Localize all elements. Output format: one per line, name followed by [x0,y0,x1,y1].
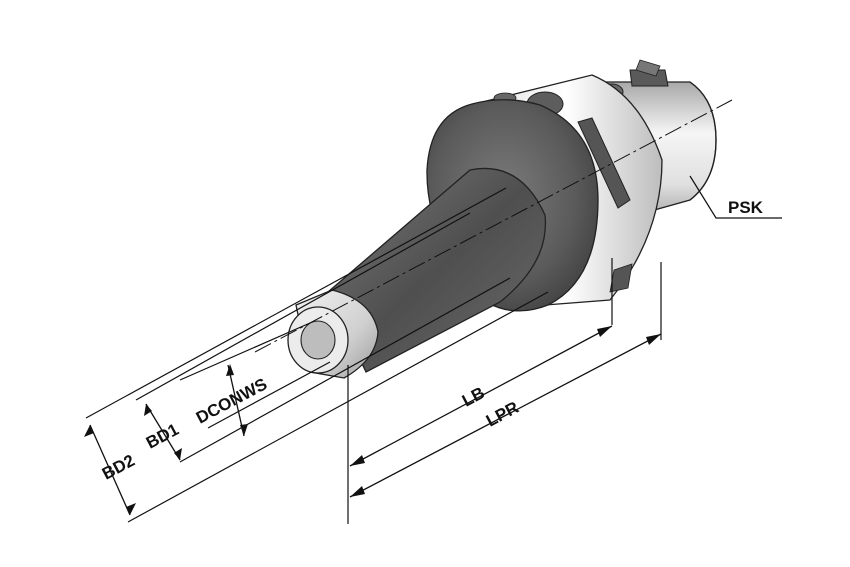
label-bd2: BD2 [99,451,138,484]
label-lpr: LPR [483,398,522,431]
arrow-dconws-bottom [240,424,248,436]
ext-line-dconws-bottom [207,361,331,429]
arrow-bd2-top [84,425,94,437]
label-psk: PSK [728,198,764,217]
arrow-bd1-bottom [174,448,182,460]
arrow-dconws-top [226,364,234,376]
label-lb: LB [459,383,488,410]
dim-bd2 [89,424,131,516]
dim-lb [349,325,613,467]
tapered-body [327,167,547,373]
ext-line-bd1-top [135,212,471,401]
dim-dconws [227,364,245,437]
arrow-lb-left [350,455,365,466]
collar-drive-slot [577,117,631,209]
collar-lower-slot [609,263,633,293]
dimension-lines [89,325,662,516]
arrow-lpr-left [350,486,365,497]
psk-leader [689,175,782,219]
ext-line-bd2-top [85,187,507,419]
arrow-lpr-right [646,334,661,345]
shank-slot-2 [635,59,661,77]
dim-bd1 [145,403,181,461]
dim-lpr [349,333,662,498]
arrow-bd1-top [144,404,152,416]
ext-line-dconws-top [179,322,311,381]
arrow-lb-right [597,326,612,337]
arrow-bd2-bottom [126,503,136,515]
label-bd1: BD1 [143,420,182,453]
shank-end-face [689,81,717,201]
arrowheads [84,326,661,515]
extension-lines [85,175,782,524]
ext-line-bd2-bottom [127,291,549,523]
nose-bore [300,320,336,360]
taper-cone [327,167,547,373]
ext-line-bd1-bottom [179,277,511,463]
nose [287,289,379,379]
centerline [254,99,733,353]
